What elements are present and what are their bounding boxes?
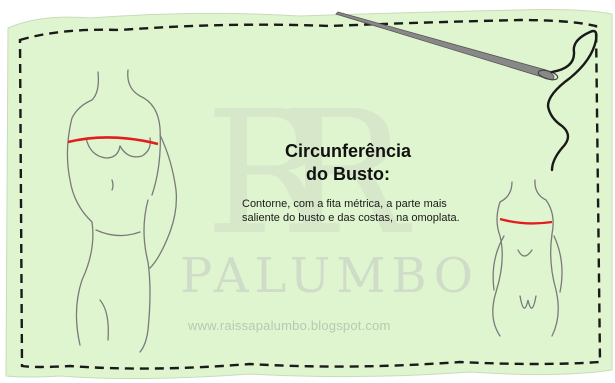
sewing-needle-icon (335, 11, 559, 81)
thread-icon (546, 29, 598, 172)
title-line-2: do Busto: (306, 164, 390, 184)
monogram-watermark: R R (205, 75, 413, 273)
svg-text:R: R (280, 75, 413, 273)
stitch-border (18, 18, 602, 370)
front-bust-measure-line (67, 136, 159, 146)
back-bust-measure-line (499, 217, 553, 225)
fabric-patch (5, 9, 613, 380)
svg-text:R: R (205, 75, 338, 273)
title-line-1: Circunferência (284, 141, 412, 161)
blog-url-watermark: www.raissapalumbo.blogspot.com (188, 318, 391, 333)
front-body-figure (66, 69, 178, 353)
measurement-description: Contorne, com a fita métrica, a parte ma… (242, 198, 460, 224)
brand-watermark: PALUMBO (180, 248, 479, 304)
back-body-figure (492, 179, 563, 337)
